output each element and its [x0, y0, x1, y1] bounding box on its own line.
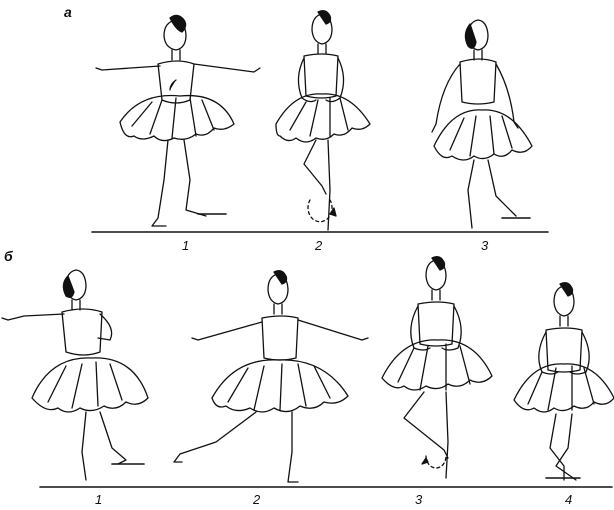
rotation-arrow [426, 456, 446, 468]
ballerina-figure-b4 [514, 283, 614, 480]
ballerina-figure-a1 [96, 15, 260, 226]
ballerina-figure-a2 [276, 11, 370, 230]
ballerina-figure-a3 [432, 20, 532, 228]
ballerina-figure-b1 [2, 270, 148, 480]
ballerina-figure-b3 [382, 257, 492, 478]
ballerina-figure-b2 [174, 271, 368, 482]
